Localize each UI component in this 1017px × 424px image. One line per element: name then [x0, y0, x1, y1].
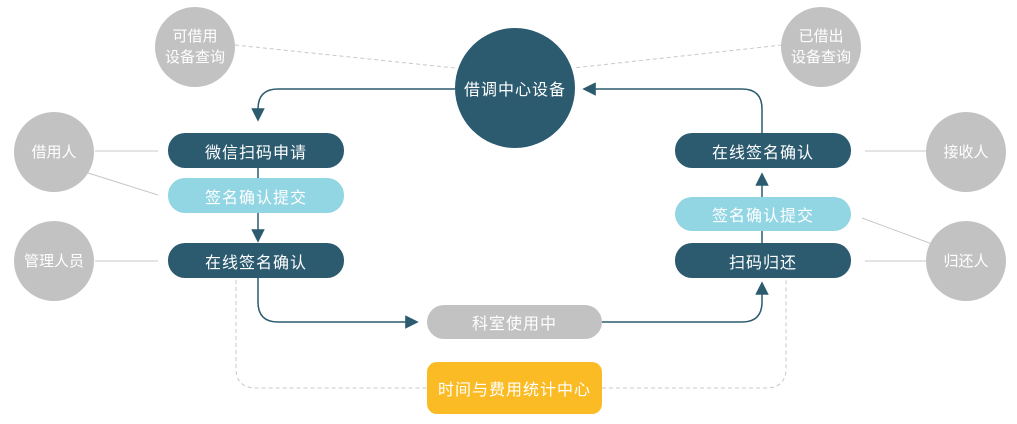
arrow-online-to-hub [582, 82, 763, 133]
status-department-in-use-label: 科室使用中 [471, 314, 557, 333]
step-scan-return: 扫码归还 [675, 243, 851, 278]
time-cost-stats-center: 时间与费用统计中心 [427, 362, 602, 414]
role-returner: 归还人 [926, 221, 1006, 301]
status-department-in-use: 科室使用中 [427, 305, 602, 339]
available-query-line2: 设备查询 [164, 48, 225, 66]
link-returner-sign [861, 217, 933, 245]
hub-label: 借调中心设备 [463, 80, 566, 99]
role-receiver: 接收人 [926, 112, 1006, 192]
dashed-link-available-query [234, 44, 456, 69]
dashed-link-left-stats [235, 280, 427, 389]
role-borrower: 借用人 [14, 112, 94, 192]
lent-equipment-query: 已借出 设备查询 [781, 7, 861, 87]
available-equipment-query: 可借用 设备查询 [155, 7, 235, 87]
arrow-in-use-to-return [602, 281, 769, 323]
step-sign-submit-right-label: 签名确认提交 [711, 206, 814, 225]
arrow-hub-to-scan-apply [251, 88, 455, 122]
role-returner-label: 归还人 [943, 251, 989, 270]
role-receiver-label: 接收人 [943, 142, 989, 161]
step-sign-submit-left-label: 签名确认提交 [204, 187, 307, 207]
step-wechat-scan-apply: 微信扫码申请 [168, 133, 344, 168]
available-query-line1: 可借用 [172, 27, 218, 45]
lent-query-line2: 设备查询 [790, 48, 851, 66]
hub-equipment-center: 借调中心设备 [455, 28, 575, 148]
step-wechat-scan-apply-label: 微信扫码申请 [204, 142, 307, 162]
step-online-sign-left: 在线签名确认 [168, 243, 344, 278]
step-online-sign-left-label: 在线签名确认 [204, 252, 307, 272]
step-sign-submit-left: 签名确认提交 [168, 178, 344, 213]
lent-query-line1: 已借出 [798, 27, 844, 45]
link-borrower-sign [84, 171, 159, 196]
role-admin: 管理人员 [14, 221, 94, 301]
step-online-sign-right: 在线签名确认 [675, 133, 851, 168]
role-admin-label: 管理人员 [23, 251, 84, 270]
arrow-online-to-in-use [257, 278, 419, 329]
dashed-link-right-stats [602, 280, 787, 389]
step-sign-submit-right: 签名确认提交 [675, 197, 851, 231]
dashed-link-lent-query [572, 44, 783, 69]
step-online-sign-right-label: 在线签名确认 [711, 142, 814, 162]
time-cost-stats-center-label: 时间与费用统计中心 [437, 380, 591, 399]
role-borrower-label: 借用人 [31, 142, 77, 161]
step-scan-return-label: 扫码归还 [728, 252, 797, 272]
